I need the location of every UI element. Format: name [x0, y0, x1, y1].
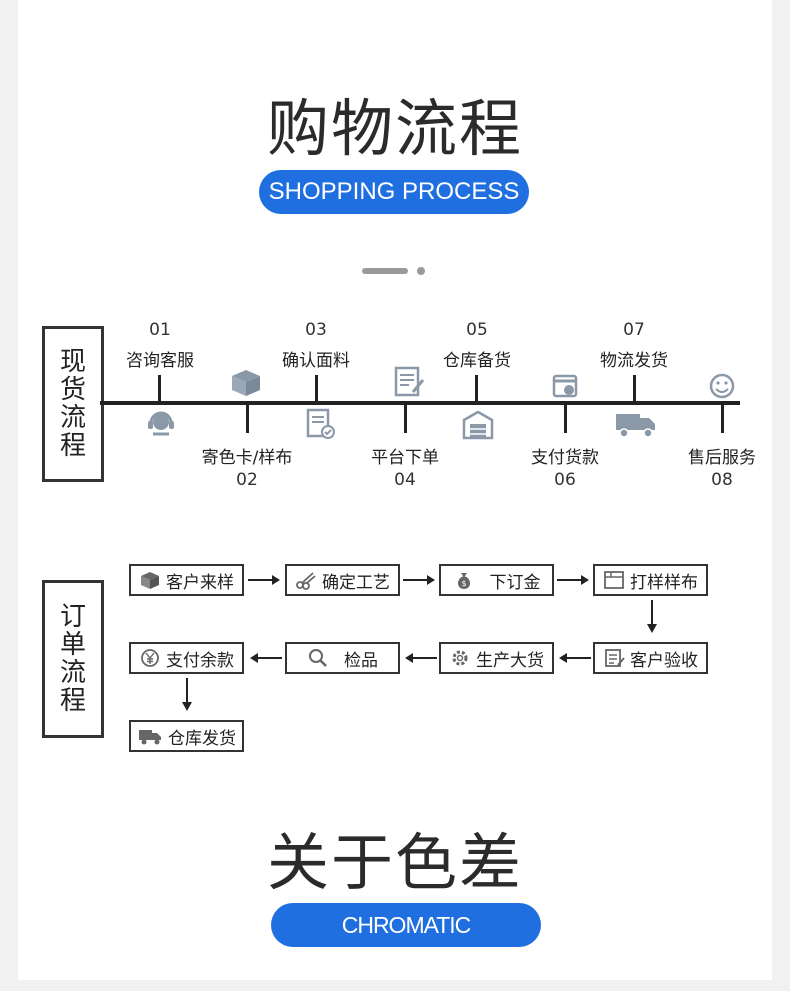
- order-step: 客户验收: [593, 642, 708, 674]
- step-number: 07: [623, 320, 645, 340]
- timeline-tick: [475, 375, 478, 403]
- flow-arrow: [403, 575, 435, 585]
- flow-arrow: [647, 600, 657, 633]
- shopping-title: 购物流程: [266, 92, 523, 165]
- document-icon: [605, 649, 625, 667]
- flow-arrow: [248, 575, 280, 585]
- box-icon: [232, 370, 260, 396]
- content-panel: [18, 0, 772, 980]
- step-label: 支付货款: [531, 448, 599, 468]
- truck-icon: [139, 730, 161, 745]
- yuan-icon: [141, 649, 159, 667]
- spot-flow-label: 现 货 流 程: [42, 326, 104, 482]
- document-check-icon: [306, 408, 335, 439]
- step-label: 寄色卡/样布: [201, 448, 293, 468]
- timeline-tick: [315, 375, 318, 403]
- magnifier-icon: [309, 649, 327, 667]
- gear-icon: [452, 650, 468, 666]
- flow-arrow: [405, 653, 437, 663]
- timeline-tick: [246, 403, 249, 433]
- box-icon: [141, 572, 159, 589]
- order-flow-label: 订 单 流 程: [42, 580, 104, 738]
- flow-arrow: [250, 653, 282, 663]
- order-form-icon: [394, 366, 425, 397]
- color-section-subtitle-badge: CHROMATIC ABERRATION: [271, 903, 541, 982]
- timeline-tick: [721, 403, 724, 433]
- timeline-tick: [158, 375, 161, 403]
- flow-arrow: [557, 575, 589, 585]
- timeline-tick: [564, 403, 567, 433]
- step-number: 08: [711, 470, 733, 490]
- truck-icon: [616, 414, 655, 438]
- timeline-line: [100, 401, 740, 405]
- step-number: 04: [394, 470, 416, 490]
- step-number: 06: [554, 470, 576, 490]
- step-label: 物流发货: [600, 351, 668, 371]
- money-bag-icon: $: [457, 573, 470, 589]
- step-label: 售后服务: [688, 448, 756, 468]
- smile-icon: [709, 373, 735, 399]
- step-number: 02: [236, 470, 258, 490]
- shopping-subtitle-badge: SHOPPING PROCESS: [259, 170, 529, 214]
- order-step: 打样样布: [593, 564, 708, 596]
- color-section-title: 关于色差: [266, 826, 523, 899]
- step-label: 仓库备货: [443, 351, 511, 371]
- order-step: 生产大货: [439, 642, 554, 674]
- step-label: 咨询客服: [126, 351, 194, 371]
- order-step: 检品: [285, 642, 400, 674]
- scissors-icon: [296, 572, 316, 590]
- step-number: 05: [466, 320, 488, 340]
- flow-arrow: [559, 653, 591, 663]
- order-step: 支付余款: [129, 642, 244, 674]
- payment-icon: [552, 374, 578, 398]
- svg-text:$: $: [461, 579, 466, 588]
- warehouse-icon: [462, 410, 494, 440]
- divider-dash: [362, 268, 408, 274]
- step-label: 平台下单: [371, 448, 439, 468]
- order-step: 客户来样: [129, 564, 244, 596]
- headset-icon: [148, 411, 174, 436]
- fabric-sample-icon: [604, 571, 624, 589]
- order-step: 确定工艺: [285, 564, 400, 596]
- order-step: 仓库发货: [129, 720, 244, 752]
- step-label: 确认面料: [282, 351, 350, 371]
- timeline-tick: [404, 403, 407, 433]
- divider-dot: [417, 267, 425, 275]
- order-step: $ 下订金: [439, 564, 554, 596]
- step-number: 01: [149, 320, 171, 340]
- step-number: 03: [305, 320, 327, 340]
- timeline-tick: [633, 375, 636, 403]
- flow-arrow: [182, 678, 192, 711]
